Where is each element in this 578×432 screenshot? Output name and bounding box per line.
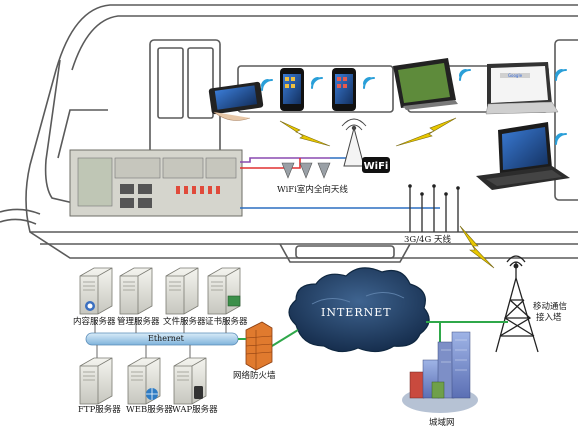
lightning-bolt-icon	[279, 117, 495, 269]
wifi-badge: WiFi	[362, 157, 390, 173]
management-server-label: 管理服务器	[117, 317, 160, 327]
wifi-signal-icon	[261, 69, 567, 145]
city-network-label: 城域网	[429, 418, 455, 428]
smartphone-icon	[280, 68, 304, 111]
base-station-tower-icon	[495, 255, 539, 353]
ftp-server-label: FTP服务器	[78, 405, 121, 415]
server-icon	[207, 267, 241, 315]
web-server-label: WEB服务器	[126, 405, 173, 415]
base-station-label: 移动通信	[533, 302, 568, 312]
smartphone-icon	[332, 68, 356, 111]
server-icon	[127, 357, 161, 405]
content-server-label: 内容服务器	[73, 317, 116, 327]
wap-server-label: WAP服务器	[172, 405, 218, 415]
server-icon	[79, 267, 113, 315]
train-car	[0, 4, 578, 263]
file-server-label: 文件服务器	[163, 317, 206, 327]
firewall-icon	[245, 321, 273, 371]
antenna-3g4g-label: 3G/4G 天线	[404, 235, 451, 245]
onboard-router	[69, 149, 243, 217]
firewall-label: 网络防火墙	[233, 371, 276, 381]
internet-label: INTERNET	[321, 306, 392, 319]
server-icon	[165, 267, 199, 315]
tablet-device-icon	[393, 58, 458, 110]
certificate-server-label: 证书服务器	[205, 317, 248, 327]
ethernet-label: Ethernet	[148, 334, 184, 343]
ethernet-bus	[85, 318, 246, 360]
tablet-device-icon: Google	[485, 62, 559, 115]
wifi-antenna-label: WiFi室内全向天线	[277, 185, 348, 195]
server-icon	[173, 357, 207, 405]
wifi-badge-text: WiFi	[364, 161, 389, 172]
internet-cloud-icon	[288, 267, 430, 353]
google-logo-icon: Google	[508, 73, 523, 78]
server-icon	[79, 357, 113, 405]
city-network-buildings-icon	[402, 331, 478, 413]
antenna-3g4g-icon	[408, 184, 460, 232]
server-icon	[119, 267, 153, 315]
base-station-label-line2: 接入塔	[536, 313, 562, 323]
wifi-antenna-icon	[281, 118, 367, 179]
laptop-icon	[476, 122, 570, 190]
tablet-device-icon	[208, 81, 264, 121]
